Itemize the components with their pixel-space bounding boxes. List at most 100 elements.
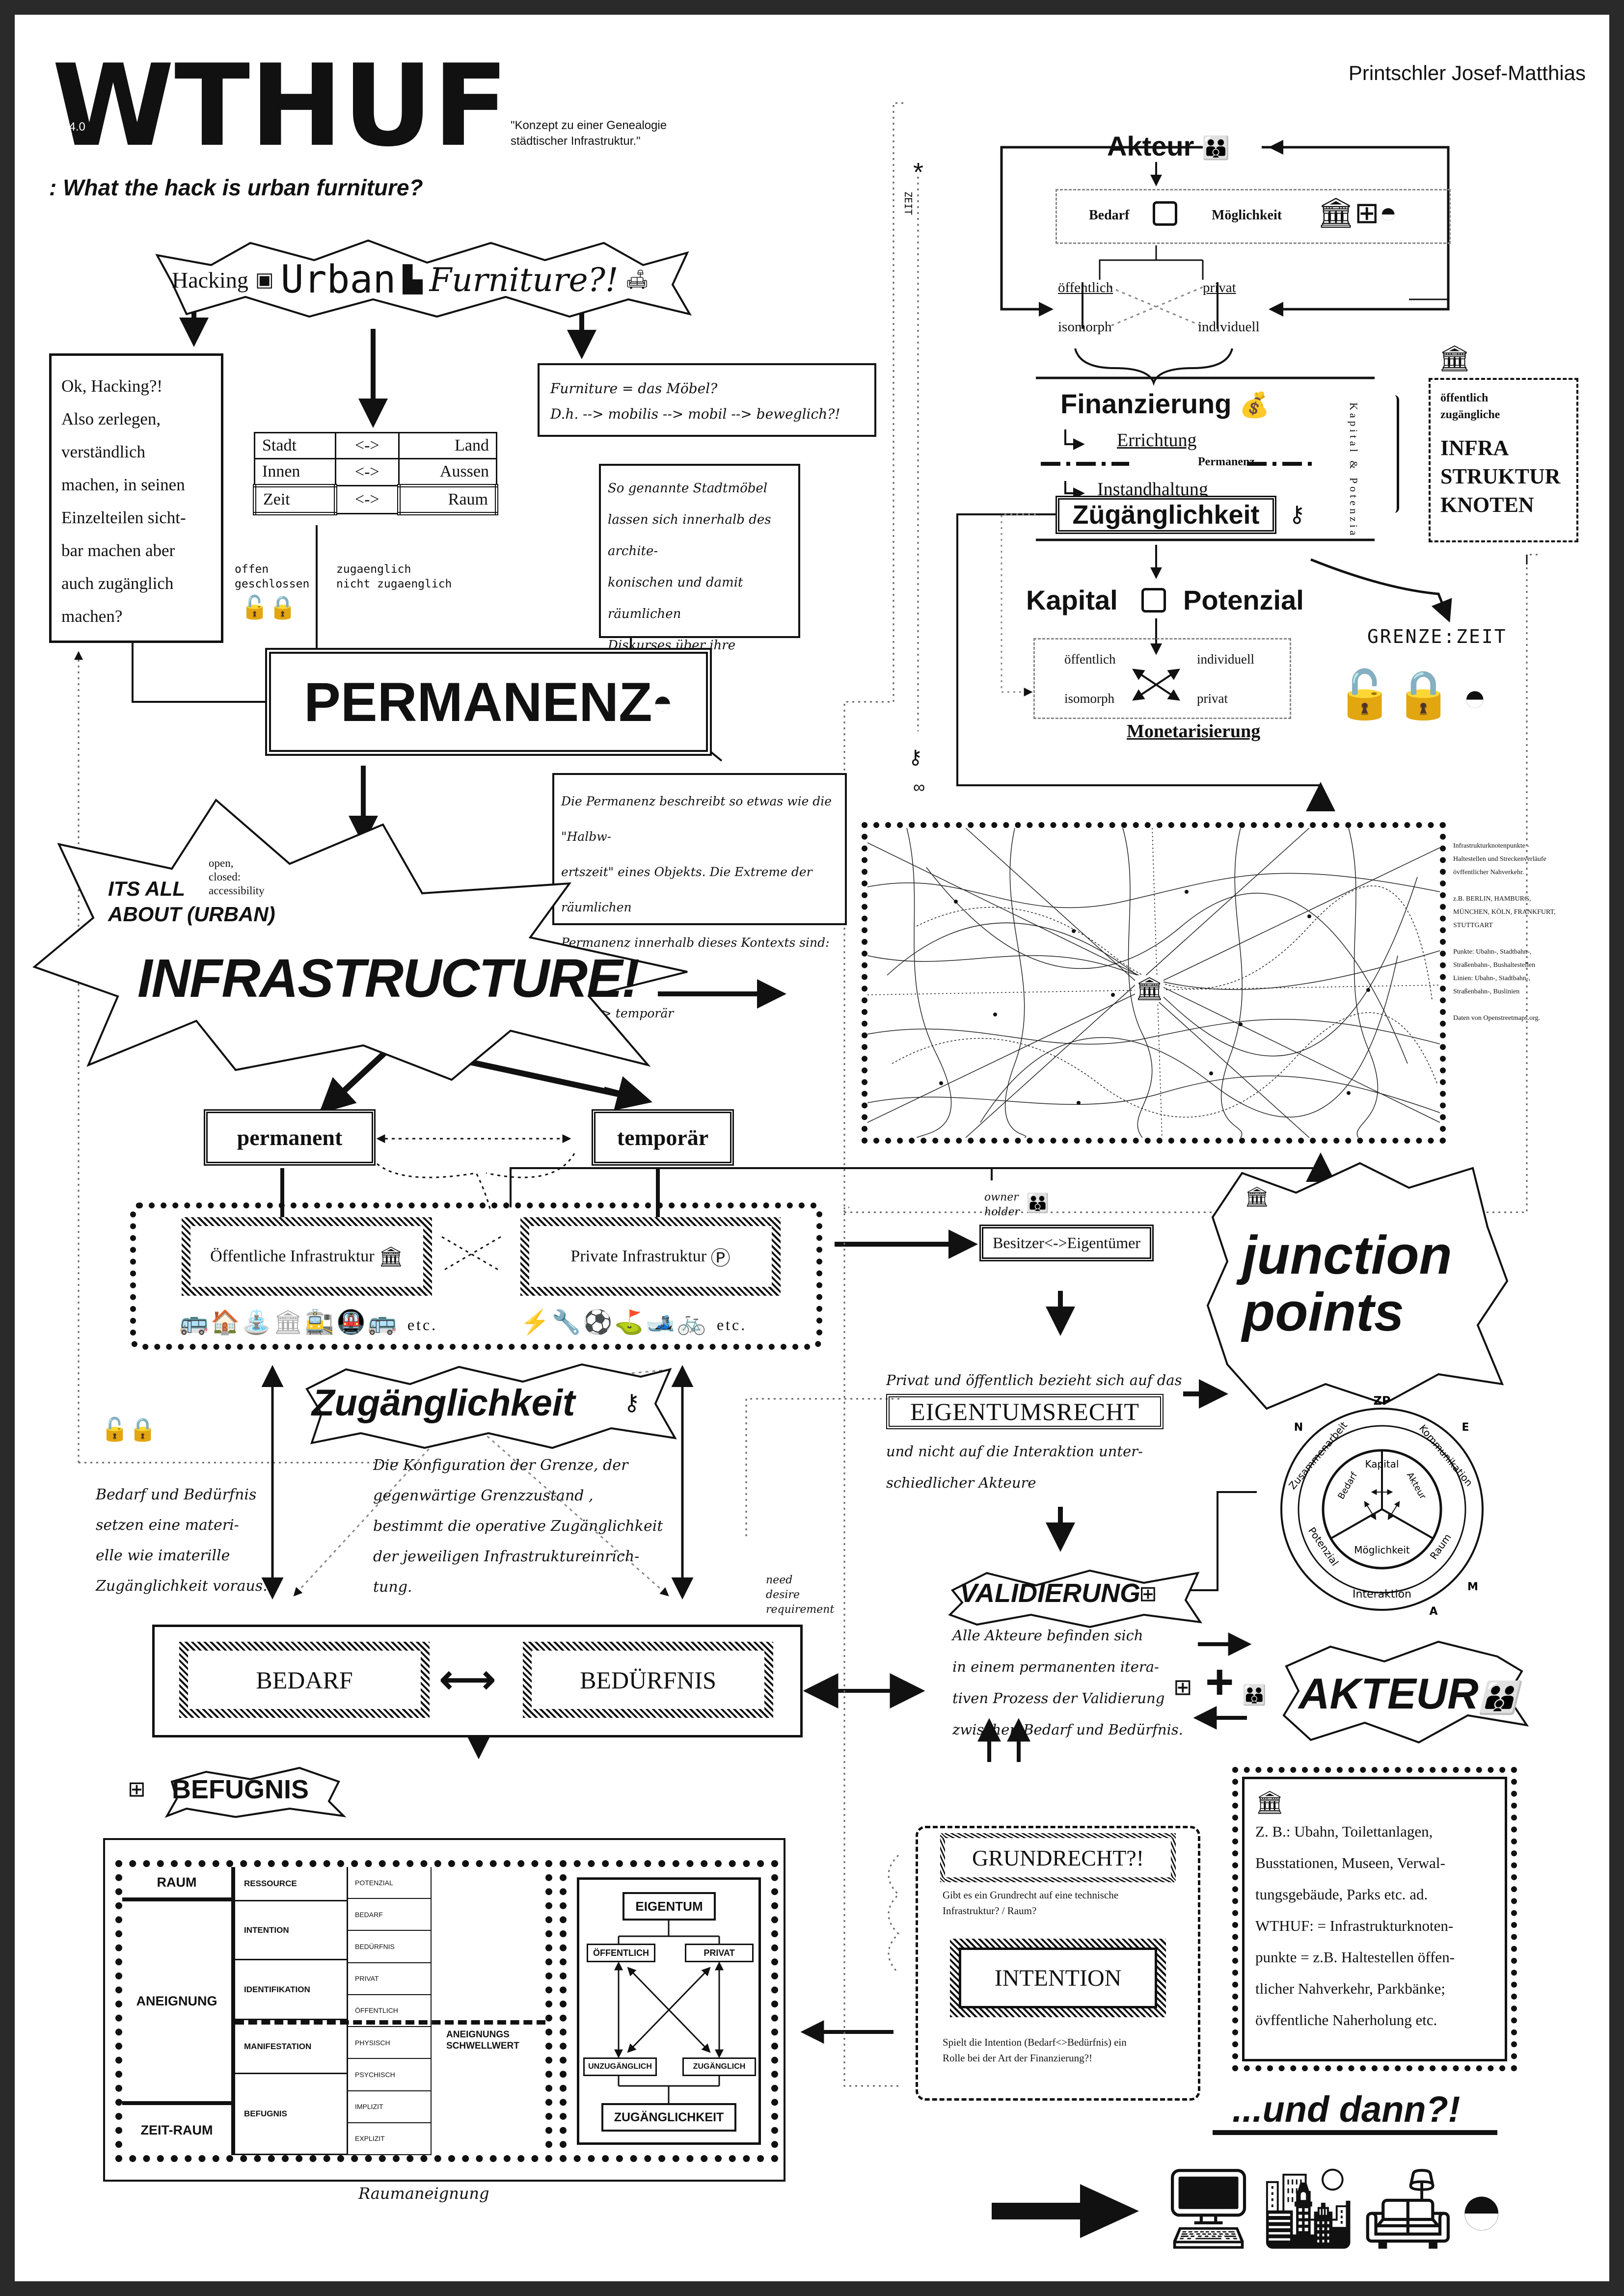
- tr-privat: privat: [1203, 280, 1236, 295]
- validierung-note: Alle Akteure befinden sich in einem perm…: [952, 1627, 1183, 1738]
- logo: WTHUF V.4.0: [49, 41, 511, 172]
- circle-n: N: [1294, 1421, 1303, 1434]
- computer-icon: 🖥: [1159, 2164, 1259, 2252]
- bedarf-box: BEDARF: [179, 1642, 430, 1718]
- bedarf-beduerfnis-arrow-icon: ⟷: [439, 1657, 496, 1701]
- errichtung-label: Errichtung: [1117, 430, 1197, 451]
- km-oeffentlich: öffentlich: [1064, 652, 1116, 667]
- people-icon: 👪: [1478, 1680, 1518, 1715]
- raum-mid-cell: BEFUGNIS: [235, 2074, 347, 2155]
- permanenz-box: PERMANENZ◓: [265, 648, 712, 756]
- pair-right: Aussen: [398, 458, 498, 486]
- raum-right-cell: EXPLIZIT: [348, 2123, 432, 2155]
- museum-icon: 🏛: [1135, 975, 1164, 1002]
- exchange-icon: [1141, 588, 1166, 613]
- zugaenglichkeit-box: Zügänglichkeit: [1056, 496, 1276, 534]
- permanenz-title: PERMANENZ: [304, 671, 652, 733]
- pair-row: Stadt<->Land: [254, 432, 498, 459]
- infinity-icon: ∞: [913, 778, 925, 797]
- private-infra-icons: ⚡🔧⚽⛳🎿🚲 etc.: [520, 1309, 747, 1335]
- kapital-label: Kapital: [1026, 585, 1118, 615]
- etc-label: etc.: [407, 1316, 438, 1334]
- zugaenglich-node: ZUGÄNGLICH: [682, 2057, 756, 2076]
- aneignung-cell: ANEIGNUNG: [122, 1901, 231, 2105]
- permanent-box: permanent: [204, 1109, 376, 1166]
- befugnis-title: BEFUGNIS: [172, 1775, 309, 1804]
- besitzer-eigentuemer-box: Besitzer<->Eigentümer: [979, 1225, 1154, 1261]
- grenze-note: Die Konfiguration der Grenze, der gegenw…: [373, 1457, 663, 1596]
- bedarf-moeglichkeit-box: Bedarf Möglichkeit 🏛⊞◓: [1056, 189, 1451, 244]
- examples-frame: [1232, 1767, 1517, 2071]
- private-infrastruktur-box: Private Infrastruktur Ⓟ: [520, 1217, 781, 1296]
- sofa-icon: 🛋: [1358, 2164, 1458, 2252]
- junction-points-title: junction points: [1242, 1225, 1452, 1342]
- raum-right-cell: PHYSISCH: [348, 2027, 432, 2059]
- beduerfnis-box: BEDÜRFNIS: [523, 1642, 773, 1718]
- knoten-big: INFRA STRUKTUR KNOTEN: [1440, 436, 1561, 517]
- validierung-title: VALIDIERUNG: [960, 1578, 1141, 1608]
- title-burst-shape: [155, 239, 692, 318]
- brace: [1394, 395, 1399, 513]
- poster: WTHUF V.4.0 "Konzept zu einer Genealogie…: [15, 15, 1609, 2281]
- raum-right-cell: PRIVAT: [348, 1963, 432, 1995]
- map-note: Infrastrukturknotenpunkte - Haltestellen…: [1453, 842, 1556, 1022]
- grundrecht-box: GRUNDRECHT?!: [940, 1833, 1176, 1882]
- infrastructure-burst-shape: [32, 798, 688, 1081]
- clock-icon: ◓: [1458, 2164, 1506, 2252]
- stadtmoebel-note: So genannte Stadtmöbel lassen sich inner…: [599, 464, 800, 716]
- akteur-circle-diagram: Kapital Bedarf Akteur Möglichkeit Potenz…: [1280, 1394, 1484, 1618]
- permanenz-label: Permanenz: [1198, 455, 1255, 468]
- clock-icon: ◓: [652, 683, 673, 721]
- museum-icon: 🏛: [379, 1245, 404, 1268]
- furniture-note: Furniture = das Möbel? D.h. --> mobilis …: [538, 363, 876, 437]
- km-isomorph: isomorph: [1064, 691, 1115, 706]
- chart-icon: ⊞: [1173, 1674, 1192, 1700]
- key-icon: ⚷: [908, 747, 923, 768]
- grundrecht-note: Gibt es ein Grundrecht auf eine technisc…: [943, 1889, 1119, 1917]
- infra-accessibility-note: open, closed: accessibility: [209, 857, 265, 897]
- eigentum-node: EIGENTUM: [623, 1892, 716, 1921]
- knoten-small: öffentlich zugängliche: [1440, 392, 1500, 421]
- raum-mid-cell: RESSOURCE: [235, 1867, 347, 1901]
- und-dann-title: ...und dann?!: [1232, 2089, 1461, 2130]
- km-individuell: individuell: [1197, 652, 1254, 667]
- finanzierung-label: Finanzierung: [1060, 388, 1232, 419]
- plus-icon: +: [1205, 1655, 1234, 1709]
- threshold-label: ANEIGNUNGS SCHWELLWERT: [446, 2029, 519, 2051]
- raum-right-cell: ÖFFENTLICH: [348, 1995, 432, 2028]
- clock-icon: ◓: [1463, 675, 1487, 719]
- zugaenglichkeit-title: Zugänglichkeit: [312, 1382, 575, 1424]
- closing-icons: 🖥🏙🛋◓: [1159, 2160, 1505, 2258]
- asterisk-icon: *: [913, 158, 924, 187]
- circle-kapital: Kapital: [1365, 1458, 1399, 1470]
- private-infrastruktur-label: Private Infrastruktur: [570, 1247, 707, 1265]
- lock-icons: 🔓🔒: [101, 1416, 157, 1442]
- people-icon: 👪: [1201, 135, 1230, 160]
- people-icon: 👪: [1242, 1684, 1267, 1706]
- title-furniture: Furniture?!: [429, 261, 619, 299]
- validierung-burst-shape: [948, 1569, 1203, 1629]
- people-icon: 👪: [1026, 1193, 1050, 1214]
- connector-layer: [74, 102, 1542, 2087]
- eigentumsrecht-box: EIGENTUMSRECHT: [886, 1394, 1164, 1429]
- kapital-matrix: öffentlich individuell isomorph privat: [1033, 638, 1291, 719]
- bedarf-voraussetzung-note: Bedarf und Bedürfnis setzen eine materi-…: [96, 1486, 268, 1595]
- circle-moeglichkeit: Möglichkeit: [1354, 1544, 1410, 1556]
- infra-types-frame: [130, 1202, 822, 1350]
- zugaenglichkeit-node: ZUGÄNGLICHKEIT: [601, 2103, 736, 2132]
- potenzial-label: Potenzial: [1183, 585, 1304, 615]
- infra-intro: ITS ALL ABOUT (URBAN): [108, 877, 275, 926]
- examples-text: Z. B.: Ubahn, Toilettanlagen, Busstation…: [1255, 1823, 1455, 2029]
- raum-right-cell: BEDÜRFNIS: [348, 1931, 432, 1963]
- oeffentlich-node: ÖFFENTLICH: [587, 1944, 655, 1962]
- owner-holder-labels: owner holder: [984, 1191, 1020, 1218]
- zeit-side-label: ZEIT: [902, 191, 914, 215]
- raum-right-cell: POTENZIAL: [348, 1867, 432, 1899]
- chart-icon: ⊞: [128, 1777, 146, 1801]
- bedarf-label: Bedarf: [1089, 208, 1130, 223]
- intention-note: Spielt die Intention (Bedarf<>Bedürfnis)…: [943, 2036, 1127, 2064]
- intention-label: INTENTION: [959, 1948, 1157, 2008]
